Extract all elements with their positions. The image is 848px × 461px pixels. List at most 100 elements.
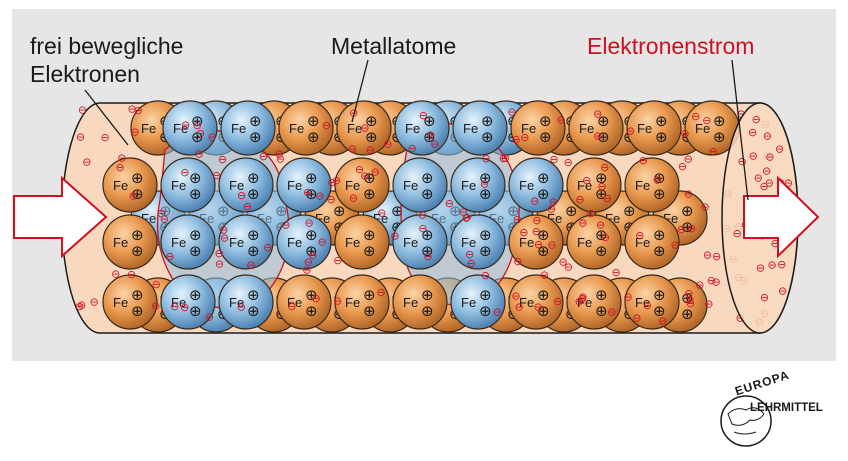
atom-symbol: Fe (463, 121, 478, 136)
free-electron: ⊖ (759, 180, 768, 193)
free-electron: ⊖ (355, 163, 364, 176)
free-electron: ⊖ (756, 262, 765, 275)
atom-charge: ⊕ (363, 226, 376, 244)
free-electron: ⊖ (160, 212, 169, 225)
atom-charge: ⊕ (249, 128, 262, 146)
free-electron: ⊖ (327, 176, 336, 189)
atom-charge: ⊕ (191, 112, 204, 130)
free-electron: ⊖ (408, 142, 417, 155)
metal-atom: Fe⊕⊕ (160, 214, 216, 270)
atom-symbol: Fe (521, 121, 536, 136)
metal-atom: Fe⊕⊕ (334, 214, 390, 270)
atom-charge: ⊕ (597, 112, 610, 130)
free-electron: ⊖ (419, 109, 428, 122)
atom-charge: ⊕ (247, 226, 260, 244)
free-electron: ⊖ (700, 200, 709, 213)
free-electron: ⊖ (578, 217, 587, 230)
free-electron: ⊖ (117, 151, 126, 164)
free-electron: ⊖ (601, 231, 610, 244)
metal-atom: Fe⊕⊕ (160, 274, 216, 330)
atom-charge: ⊕ (363, 169, 376, 187)
metal-atom: Fe⊕⊕ (276, 214, 332, 270)
free-electron: ⊖ (492, 305, 501, 318)
atom-symbol: Fe (403, 235, 418, 250)
free-electron: ⊖ (658, 314, 667, 327)
free-electron: ⊖ (530, 194, 539, 207)
atom-symbol: Fe (345, 178, 360, 193)
free-electron: ⊖ (533, 301, 542, 314)
free-electron: ⊖ (593, 108, 602, 121)
free-electron: ⊖ (246, 258, 255, 271)
atom-charge: ⊕ (305, 286, 318, 304)
free-electron: ⊖ (77, 298, 86, 311)
free-electron: ⊖ (170, 300, 179, 313)
free-electron: ⊖ (611, 266, 620, 279)
atom-charge: ⊕ (681, 218, 694, 236)
atom-charge: ⊕ (479, 169, 492, 187)
free-electron: ⊖ (130, 125, 139, 138)
free-electron: ⊖ (553, 295, 562, 308)
atom-charge: ⊕ (479, 185, 492, 203)
metal-atom: Fe⊕⊕ (218, 274, 274, 330)
free-electron: ⊖ (218, 153, 227, 166)
atom-symbol: Fe (635, 178, 650, 193)
free-electron: ⊖ (390, 229, 399, 242)
atom-lattice-front: Fe⊕⊕Fe⊕⊕Fe⊕⊕Fe⊕⊕Fe⊕⊕Fe⊕⊕Fe⊕⊕Fe⊕⊕Fe⊕⊕Fe⊕⊕… (102, 100, 740, 330)
free-electron: ⊖ (514, 300, 523, 313)
atom-charge: ⊕ (565, 202, 578, 220)
free-electron: ⊖ (623, 291, 632, 304)
atom-charge: ⊕ (189, 286, 202, 304)
free-electron: ⊖ (703, 248, 712, 261)
free-electron: ⊖ (547, 239, 556, 252)
free-electron: ⊖ (732, 227, 741, 240)
atom-charge: ⊕ (479, 226, 492, 244)
atom-symbol: Fe (173, 121, 188, 136)
europa-lehrmittel-logo: EUROPA LEHRMITTEL (706, 368, 836, 451)
atom-charge: ⊕ (653, 302, 666, 320)
free-electron: ⊖ (603, 192, 612, 205)
free-electron: ⊖ (737, 107, 746, 120)
free-electron: ⊖ (760, 291, 769, 304)
atom-charge: ⊕ (653, 169, 666, 187)
atom-symbol: Fe (461, 235, 476, 250)
atom-charge: ⊕ (537, 242, 550, 260)
metal-atom: Fe⊕⊕ (684, 100, 740, 156)
free-electron: ⊖ (115, 161, 124, 174)
free-electron: ⊖ (695, 279, 704, 292)
input-arrow (13, 175, 108, 259)
free-electron: ⊖ (564, 261, 573, 274)
free-electron: ⊖ (193, 119, 202, 132)
free-electron: ⊖ (259, 150, 268, 163)
atom-symbol: Fe (287, 295, 302, 310)
free-electron: ⊖ (763, 130, 772, 143)
metal-atom: Fe⊕⊕ (102, 274, 158, 330)
free-electron: ⊖ (711, 276, 720, 289)
free-electron: ⊖ (333, 294, 342, 307)
free-electron: ⊖ (765, 176, 774, 189)
free-electron: ⊖ (82, 155, 91, 168)
free-electron: ⊖ (281, 218, 290, 231)
free-electron: ⊖ (687, 222, 696, 235)
metal-atom: Fe⊕⊕ (452, 100, 508, 156)
free-electron: ⊖ (607, 305, 616, 318)
metal-atom: Fe⊕⊕ (392, 214, 448, 270)
free-electron: ⊖ (129, 189, 138, 202)
free-electron: ⊖ (749, 150, 758, 163)
metal-atom: Fe⊕⊕ (508, 157, 564, 213)
free-electron: ⊖ (547, 203, 556, 216)
free-electron: ⊖ (215, 247, 224, 260)
free-electron: ⊖ (459, 205, 468, 218)
free-electron: ⊖ (302, 264, 311, 277)
atom-charge: ⊕ (537, 185, 550, 203)
free-electron: ⊖ (520, 131, 529, 144)
free-electron: ⊖ (534, 238, 543, 251)
atom-symbol: Fe (403, 178, 418, 193)
logo-text-lehrmittel: LEHRMITTEL (750, 402, 823, 414)
atom-charge: ⊕ (653, 242, 666, 260)
free-electron: ⊖ (423, 250, 432, 263)
atom-symbol: Fe (637, 121, 652, 136)
free-electron: ⊖ (653, 173, 662, 186)
atom-symbol: Fe (403, 295, 418, 310)
leader-free-electrons (84, 89, 129, 146)
